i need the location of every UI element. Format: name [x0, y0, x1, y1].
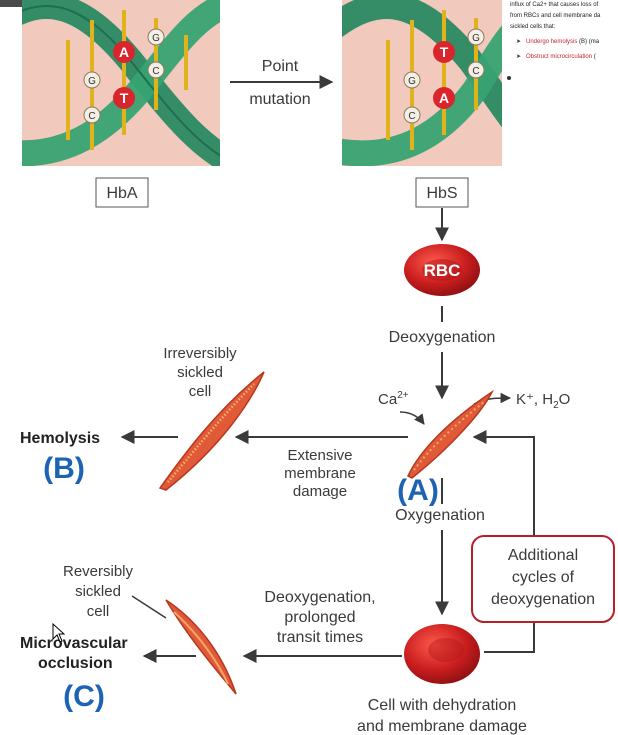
bullet-dot-icon	[507, 76, 511, 80]
svg-text:A: A	[119, 44, 129, 60]
prolonged-label-2: prolonged	[284, 609, 355, 626]
notes-line-1: influx of Ca2+ that causes loss of	[510, 2, 599, 8]
base-g-left-top: G	[147, 28, 165, 46]
svg-text:C: C	[88, 111, 95, 122]
prolonged-label-1: Deoxygenation,	[264, 589, 375, 606]
microvascular-label-2: occlusion	[38, 655, 113, 672]
reversible-label-2: sickled	[75, 583, 121, 600]
rbc-cell: RBC	[404, 244, 480, 296]
point-mutation-line2: mutation	[249, 91, 310, 108]
svg-text:HbS: HbS	[426, 185, 457, 202]
arrow-bullet-icon: ➤	[516, 54, 522, 60]
additional-label-2: cycles of	[512, 569, 575, 586]
irreversible-label-3: cell	[189, 383, 212, 400]
base-g-right-top: G	[467, 28, 485, 46]
mouse-cursor-icon	[52, 623, 66, 643]
base-t-left: T	[113, 87, 135, 109]
svg-text:C: C	[408, 111, 415, 122]
base-a-right: A	[433, 87, 455, 109]
reversible-label-3: cell	[87, 603, 110, 620]
sickle-cell-a	[407, 389, 494, 479]
dna-panel-hba: A T G C G C	[22, 0, 220, 166]
reversible-label-1: Reversibly	[63, 563, 134, 580]
letter-a: (A)	[397, 474, 439, 507]
additional-label-1: Additional	[508, 547, 578, 564]
base-c-right-bottom: C	[403, 106, 421, 124]
svg-text:C: C	[472, 66, 479, 77]
deoxygenation-label: Deoxygenation	[389, 329, 496, 346]
base-c-right-top: C	[467, 61, 485, 79]
notes-bullet-1: ➤Undergo hemolysis (B) (ma	[506, 37, 618, 48]
calcium-label: Ca2+	[378, 390, 409, 408]
additional-label-3: deoxygenation	[491, 591, 595, 608]
svg-text:G: G	[408, 76, 416, 87]
svg-text:T: T	[440, 44, 449, 60]
dehydration-label-2: and membrane damage	[357, 718, 527, 735]
svg-text:T: T	[120, 90, 129, 106]
dehydrated-cell	[404, 624, 480, 684]
notes-line-2: from RBCs and cell membrane da	[510, 13, 601, 19]
dna-panel-hbs: T A G C G C	[342, 0, 502, 166]
base-a-left: A	[113, 41, 135, 63]
point-mutation: Point mutation	[230, 58, 334, 108]
base-c-left-bottom: C	[83, 106, 101, 124]
svg-text:A: A	[439, 90, 449, 106]
potassium-label: K⁺, H2O	[516, 391, 570, 411]
base-c-left-top: C	[147, 61, 165, 79]
svg-text:C: C	[152, 66, 159, 77]
microvascular-label-1: Microvascular	[20, 635, 128, 652]
dehydration-label-1: Cell with dehydration	[368, 697, 517, 714]
membrane-label-3: damage	[293, 483, 347, 500]
hbs-box: HbS	[415, 177, 469, 208]
rbc-label: RBC	[424, 261, 461, 280]
svg-text:G: G	[472, 33, 480, 44]
arrow-bullet-icon: ➤	[516, 39, 522, 45]
irreversible-label-2: sickled	[177, 364, 223, 381]
reversible-sickle-cell	[165, 599, 237, 695]
letter-c: (C)	[63, 680, 105, 713]
notes-line-3: sickled cells that:	[510, 24, 556, 30]
point-mutation-line1: Point	[262, 58, 299, 75]
reversible-pointer	[131, 595, 167, 619]
membrane-label-2: membrane	[284, 465, 356, 482]
oxygenation-label: Oxygenation	[395, 507, 485, 524]
irreversible-label-1: Irreversibly	[163, 345, 237, 362]
calcium-arrow	[399, 411, 425, 425]
irreversible-sickle-cell	[158, 371, 265, 491]
svg-text:G: G	[152, 33, 160, 44]
hba-box: HbA	[95, 177, 149, 208]
hemolysis-label: Hemolysis	[20, 430, 100, 447]
base-g-right-bottom: G	[403, 71, 421, 89]
additional-cycles-box: Additional cycles of deoxygenation	[471, 535, 615, 623]
letter-b: (B)	[43, 452, 85, 485]
base-g-left-bottom: G	[83, 71, 101, 89]
window-corner	[0, 0, 30, 7]
base-t-right: T	[433, 41, 455, 63]
notes-panel: influx of Ca2+ that causes loss of from …	[506, 0, 618, 84]
svg-text:G: G	[88, 76, 96, 87]
notes-bullet-2: ➤Obstruct microcirculation (	[506, 52, 618, 63]
svg-text:HbA: HbA	[106, 185, 137, 202]
prolonged-label-3: transit times	[277, 629, 363, 646]
membrane-label-1: Extensive	[287, 447, 352, 464]
